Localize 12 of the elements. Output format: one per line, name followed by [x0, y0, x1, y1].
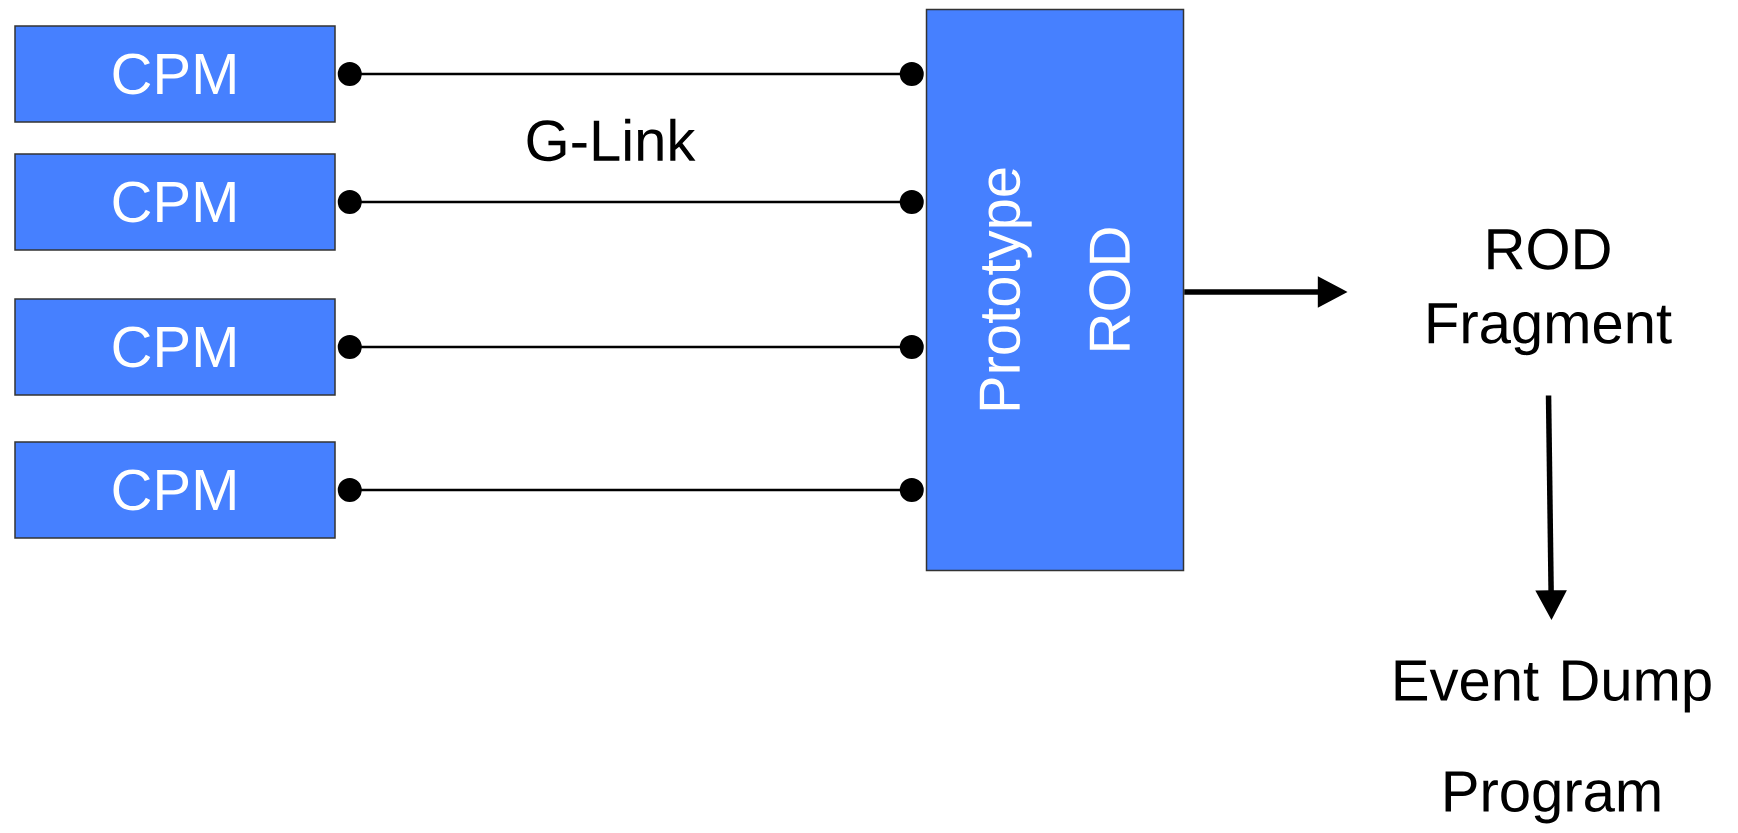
- cpm-box: CPM: [14, 25, 336, 123]
- cpm-box: CPM: [14, 298, 336, 396]
- connector: [337, 190, 924, 214]
- connector: [337, 62, 924, 86]
- cpm-box: CPM: [14, 153, 336, 251]
- connector: [337, 478, 924, 502]
- link-label: G-Link: [527, 118, 696, 162]
- output-label: Event Dump Program: [1395, 660, 1711, 824]
- rod-box: Prototype ROD: [925, 8, 1185, 572]
- cpm-box: CPM: [14, 441, 336, 539]
- output-label: ROD Fragment: [1428, 228, 1672, 356]
- connector: [337, 335, 924, 359]
